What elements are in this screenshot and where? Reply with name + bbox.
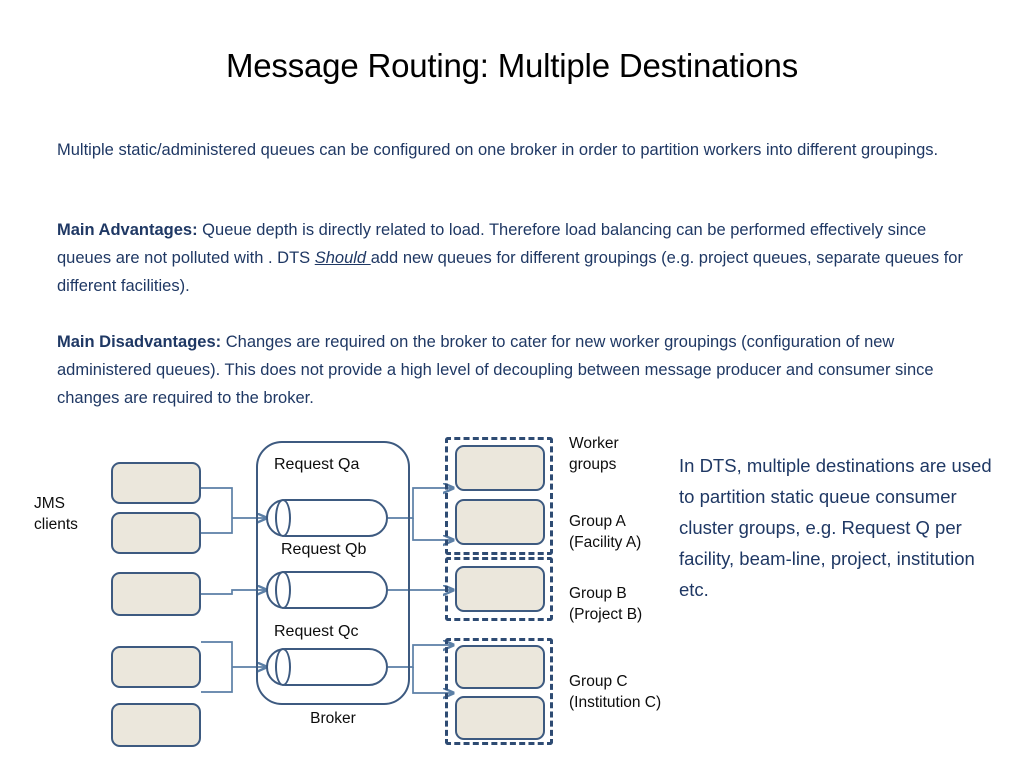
queue-cylinder-qb[interactable] — [266, 570, 388, 609]
group-a-label: Group A (Facility A) — [569, 513, 642, 551]
connector-lines — [201, 425, 1024, 768]
jms-client-node[interactable] — [111, 703, 201, 747]
advantages-lead: Main Advantages: — [57, 221, 198, 239]
broker-container[interactable] — [256, 441, 410, 705]
intro-paragraph: Multiple static/administered queues can … — [57, 141, 939, 159]
jms-client-node[interactable] — [111, 462, 201, 504]
queue-cylinder-qa[interactable] — [266, 498, 388, 537]
advantages-text-after: add new queues for different groupings (… — [57, 249, 963, 295]
jms-client-node[interactable] — [111, 512, 201, 554]
advantages-text-before: Queue depth is directly related to load.… — [57, 221, 927, 267]
disadvantages-text: Changes are required on the broker to ca… — [57, 333, 934, 407]
jms-client-node[interactable] — [111, 572, 201, 616]
disadvantages-lead: Main Disadvantages: — [57, 333, 222, 351]
broker-label: Broker — [310, 710, 356, 727]
worker-node[interactable] — [455, 696, 545, 740]
queue-label-qc: Request Qc — [274, 623, 359, 640]
advantages-paragraph: Main Advantages: Queue depth is directly… — [57, 216, 983, 300]
worker-node[interactable] — [455, 566, 545, 612]
jms-clients-label: JMS clients — [34, 495, 78, 533]
worker-groups-label: Worker groups — [569, 435, 619, 473]
queue-label-qa: Request Qa — [274, 456, 360, 473]
worker-group-c[interactable] — [445, 638, 553, 745]
worker-group-a[interactable] — [445, 437, 553, 555]
jms-client-node[interactable] — [111, 646, 201, 688]
callout-text: In DTS, multiple destinations are used t… — [679, 455, 992, 600]
worker-node[interactable] — [455, 645, 545, 689]
worker-node[interactable] — [455, 499, 545, 545]
group-b-label: Group B (Project B) — [569, 585, 643, 623]
worker-node[interactable] — [455, 445, 545, 491]
queue-cylinder-qc[interactable] — [266, 647, 388, 686]
advantages-emphasis: Should — [314, 249, 371, 267]
group-c-label: Group C (Institution C) — [569, 673, 662, 711]
page-title: Message Routing: Multiple Destinations — [225, 47, 799, 84]
worker-group-b[interactable] — [445, 557, 553, 621]
disadvantages-paragraph: Main Disadvantages: Changes are required… — [57, 328, 983, 412]
routing-diagram: JMS clients Broker Request Qa Request Qb… — [0, 425, 1024, 768]
queue-label-qb: Request Qb — [281, 541, 367, 558]
